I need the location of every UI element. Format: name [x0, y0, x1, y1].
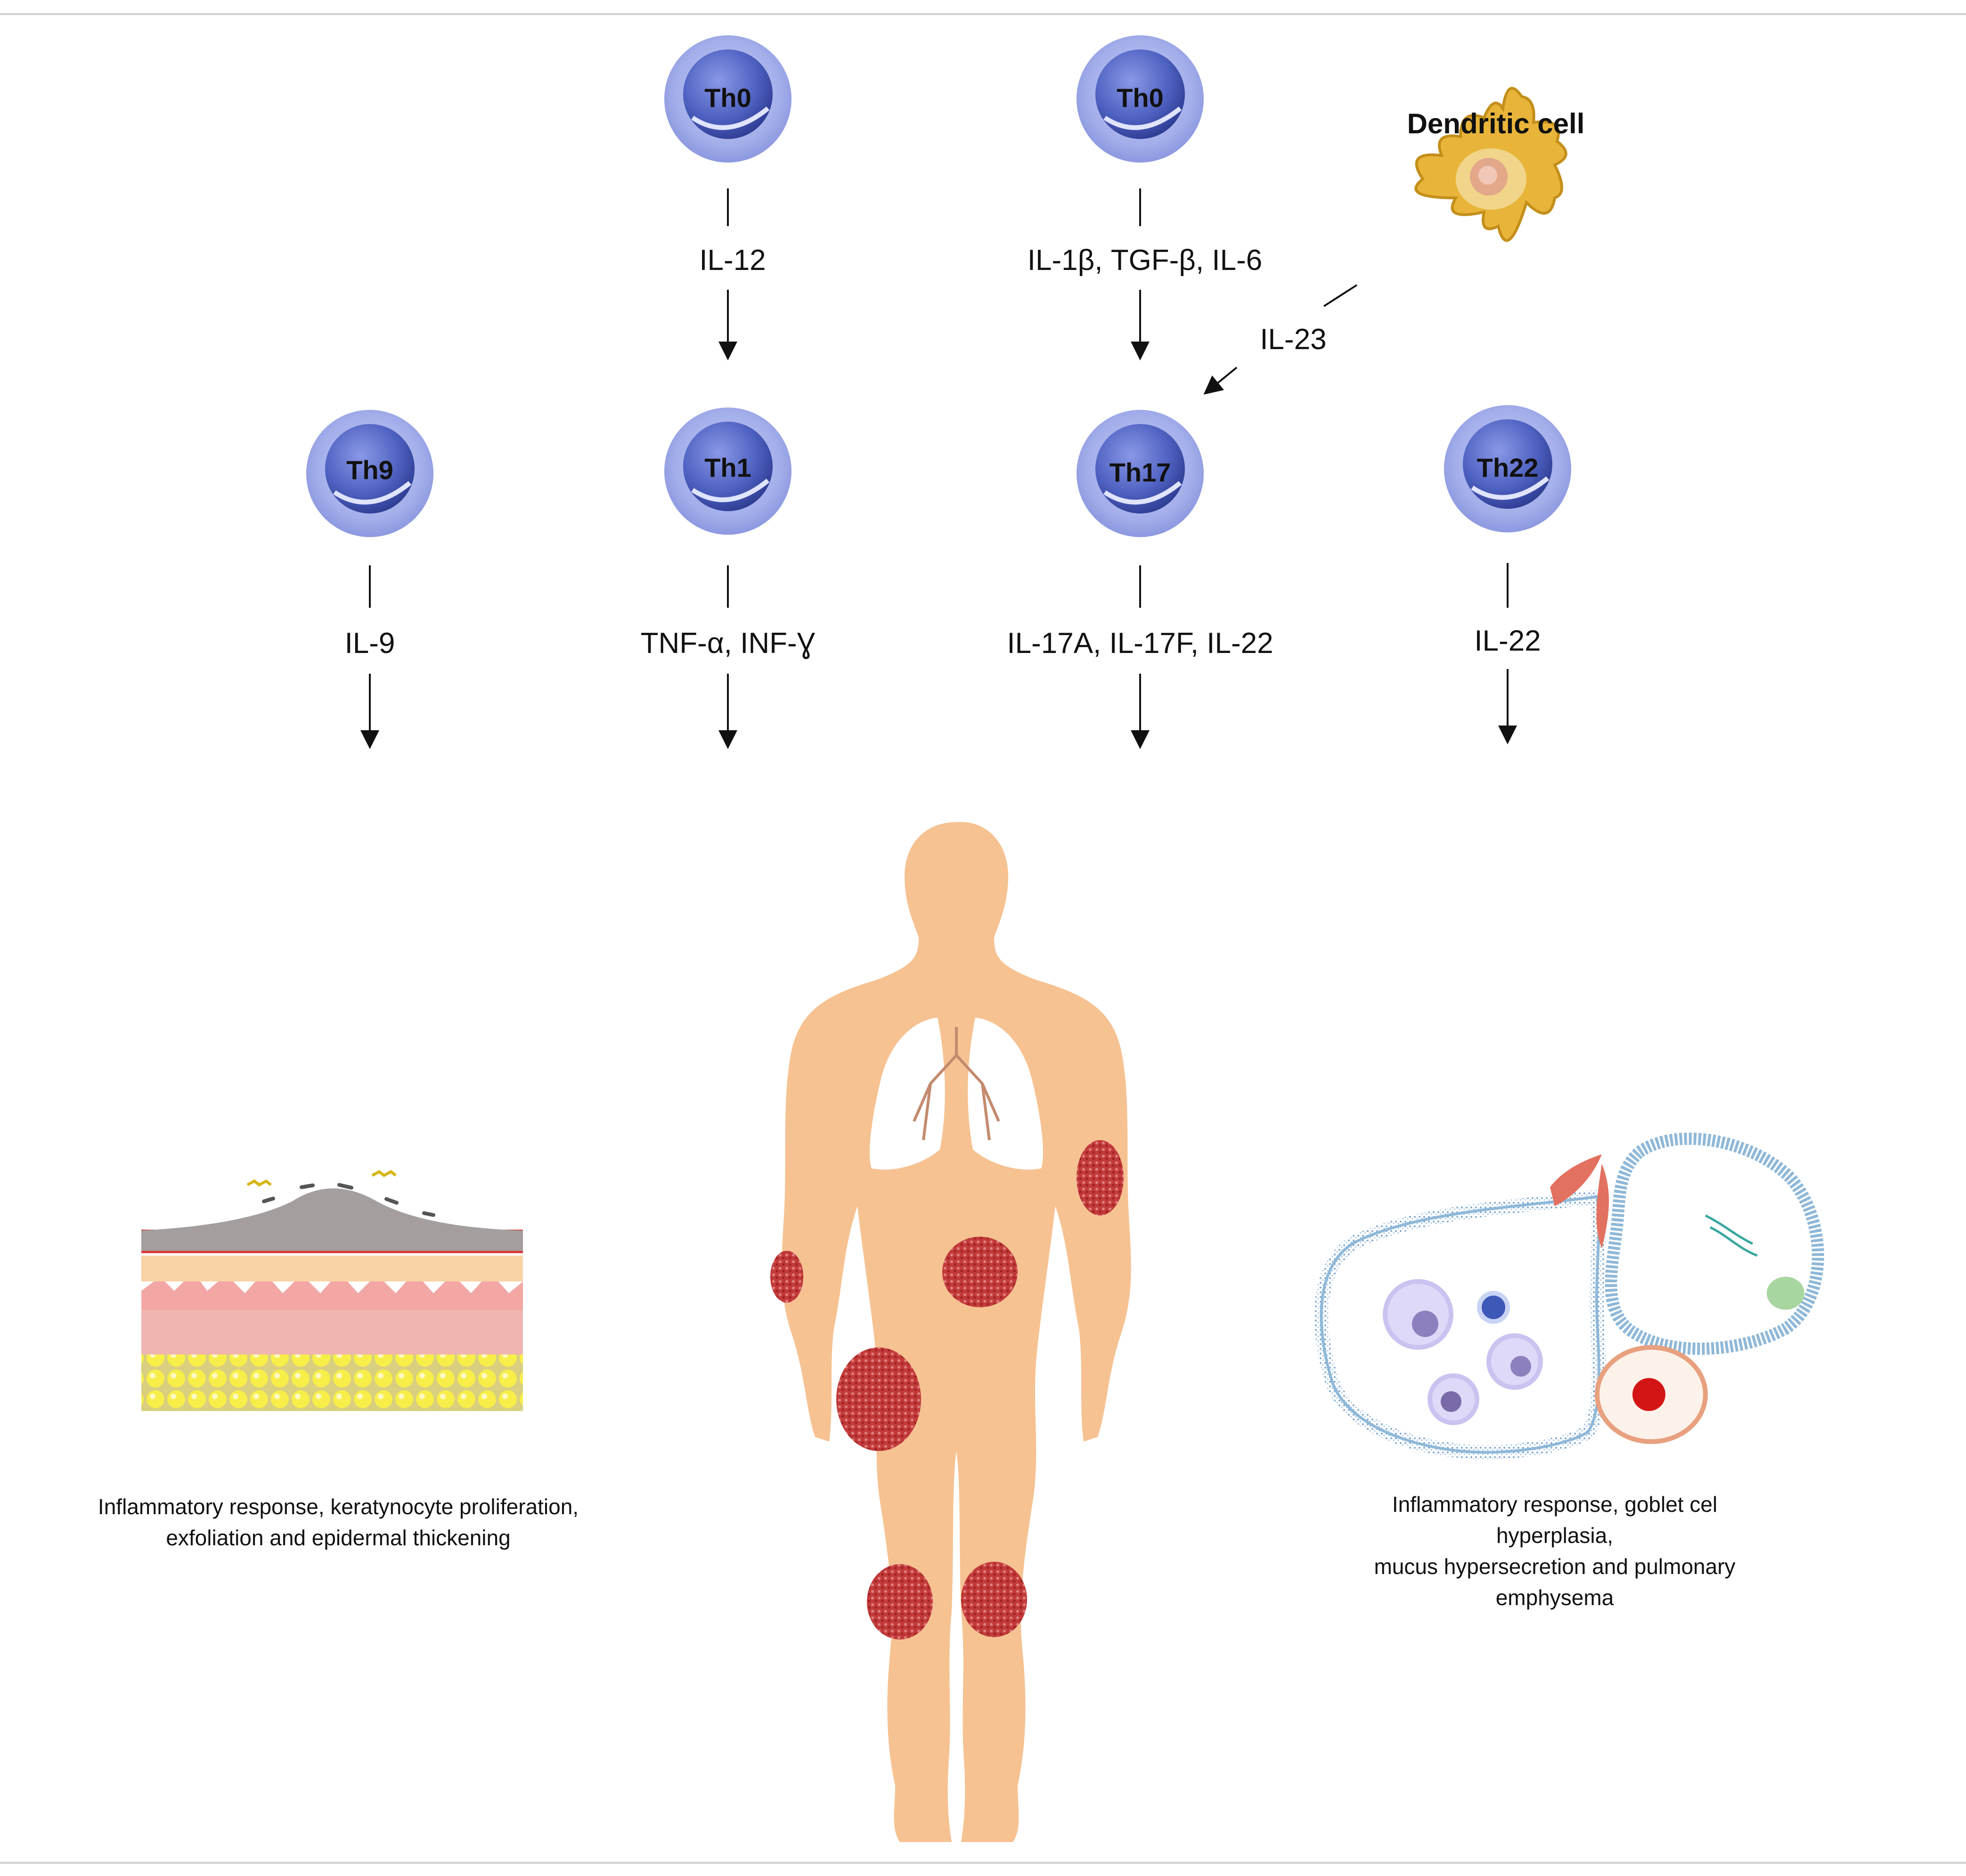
th0-right-label: Th0	[1117, 83, 1164, 113]
th9-label: Th9	[346, 455, 393, 485]
cytokine-il1b-tgfb-il6: IL-1β, TGF-β, IL-6	[1027, 244, 1263, 277]
skin-effects-caption: Inflammatory response, keratynocyte prol…	[98, 1491, 579, 1553]
th9-cell	[306, 410, 433, 537]
th22-label: Th22	[1477, 453, 1539, 482]
cytokine-il23: IL-23	[1260, 323, 1327, 356]
skin-cross-section-illustration	[141, 1170, 523, 1411]
cytokine-il12: IL-12	[699, 244, 766, 277]
cytokine-il9: IL-9	[344, 627, 395, 660]
cytokine-il22: IL-22	[1474, 625, 1541, 657]
th1-label: Th1	[704, 453, 751, 482]
dendritic-cell-icon	[1414, 87, 1567, 242]
lung-caption-line-1: Inflammatory response, goblet cel hyperp…	[1392, 1492, 1718, 1548]
th17-label: Th17	[1109, 457, 1171, 487]
lung-tissue-illustration	[1314, 1132, 1824, 1460]
th1-cell	[664, 408, 791, 535]
th22-cell	[1444, 405, 1571, 532]
th0-left-label: Th0	[704, 83, 751, 113]
skin-caption-line-2: exfoliation and epidermal thickening	[166, 1525, 511, 1550]
th17-cell	[1077, 410, 1204, 537]
top-divider	[0, 13, 1966, 15]
arrow-il23-th17	[1203, 367, 1238, 395]
skin-caption-line-1: Inflammatory response, keratynocyte prol…	[98, 1494, 579, 1519]
human-body-illustration	[770, 822, 1131, 1842]
cytokine-il17-il22: IL-17A, IL-17F, IL-22	[1007, 627, 1273, 660]
th0-cell-left	[664, 35, 791, 163]
th0-cell-right	[1077, 35, 1204, 163]
connector-dendritic-il23	[1323, 284, 1358, 307]
dendritic-cell-label: Dendritic cell	[1407, 108, 1585, 139]
lung-caption-line-2: mucus hypersecretion and pulmonary emphy…	[1374, 1554, 1736, 1610]
cytokine-tnf-inf: TNF-α, INF-Ɣ	[640, 627, 816, 660]
lung-effects-caption: Inflammatory response, goblet cel hyperp…	[1349, 1489, 1761, 1613]
bottom-divider	[0, 1862, 1966, 1864]
